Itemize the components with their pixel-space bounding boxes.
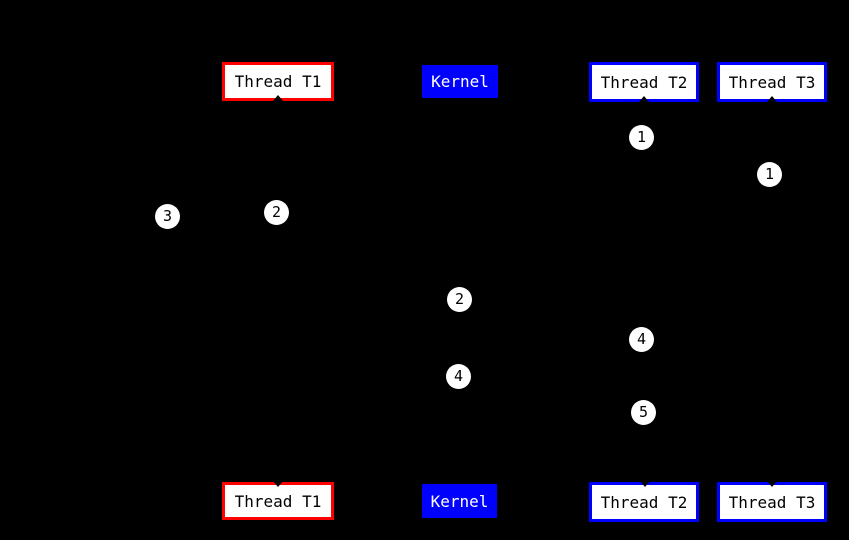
lifeline-arrowhead-icon bbox=[639, 96, 649, 102]
actor-label-kernel-top: Kernel bbox=[431, 72, 489, 91]
actor-label-thread-t1-bottom: Thread T1 bbox=[234, 491, 322, 511]
actor-box-kernel-bottom: Kernel bbox=[422, 484, 497, 518]
step-marker-1-thread-t3: 1 bbox=[757, 162, 782, 187]
actor-label-thread-t1-top: Thread T1 bbox=[234, 72, 322, 91]
lifeline-arrowhead-icon bbox=[640, 481, 650, 487]
actor-label-thread-t3-top: Thread T3 bbox=[728, 72, 816, 92]
actor-label-thread-t2-bottom: Thread T2 bbox=[600, 492, 688, 512]
actor-box-thread-t1-bottom: Thread T1 bbox=[222, 482, 334, 520]
actor-label-thread-t2-top: Thread T2 bbox=[600, 72, 688, 92]
actor-box-thread-t2-bottom: Thread T2 bbox=[589, 482, 699, 522]
step-marker-5-thread-t2: 5 bbox=[631, 400, 656, 425]
lifeline-arrowhead-icon bbox=[767, 481, 777, 487]
actor-box-thread-t3-top: Thread T3 bbox=[717, 62, 827, 102]
step-marker-2-kernel: 2 bbox=[447, 287, 472, 312]
lifeline-arrowhead-icon bbox=[767, 96, 777, 102]
step-marker-1-thread-t2: 1 bbox=[629, 125, 654, 150]
actor-box-thread-t1-top: Thread T1 bbox=[222, 62, 334, 101]
actor-label-thread-t3-bottom: Thread T3 bbox=[728, 492, 816, 512]
step-marker-4-kernel: 4 bbox=[446, 364, 471, 389]
actor-box-thread-t3-bottom: Thread T3 bbox=[717, 482, 827, 522]
step-marker-2-thread-t1: 2 bbox=[264, 200, 289, 225]
step-marker-3-left: 3 bbox=[155, 204, 180, 229]
actor-label-kernel-bottom: Kernel bbox=[430, 491, 489, 511]
lifeline-arrowhead-icon bbox=[273, 481, 283, 487]
actor-box-kernel-top: Kernel bbox=[422, 65, 498, 98]
lifeline-arrowhead-icon bbox=[273, 95, 283, 101]
step-marker-4-thread-t2: 4 bbox=[629, 327, 654, 352]
